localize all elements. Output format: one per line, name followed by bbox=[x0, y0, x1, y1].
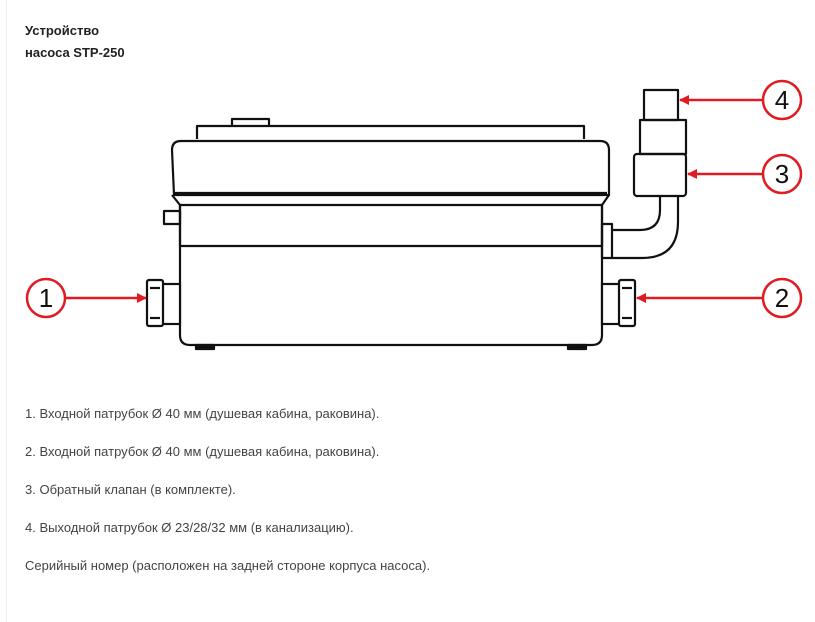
callout-3: 3 bbox=[687, 153, 803, 195]
callout-4: 4 bbox=[679, 79, 803, 121]
lower-tank bbox=[178, 246, 604, 347]
inlet-right bbox=[600, 278, 637, 328]
outlet-pipe bbox=[612, 88, 688, 260]
check-valve bbox=[632, 152, 688, 198]
lid bbox=[170, 139, 611, 197]
note-item-1: 1. Входной патрубок Ø 40 мм (душевая каб… bbox=[25, 406, 380, 421]
note-item-3: 3. Обратный клапан (в комплекте). bbox=[25, 482, 236, 497]
lid-top bbox=[195, 124, 586, 139]
top-cap bbox=[230, 117, 271, 126]
title-line-1: Устройство bbox=[25, 23, 100, 38]
callout-2-label: 2 bbox=[775, 283, 789, 313]
callout-3-label: 3 bbox=[775, 159, 789, 189]
callout-1-label: 1 bbox=[39, 283, 53, 313]
foot-right bbox=[566, 343, 588, 351]
inlet-left bbox=[145, 278, 182, 328]
pump-body bbox=[162, 117, 614, 351]
outlet-tip bbox=[642, 88, 680, 122]
title-line-2: насоса STP-250 bbox=[25, 45, 125, 60]
note-item-4: 4. Выходной патрубок Ø 23/28/32 мм (в ка… bbox=[25, 520, 354, 535]
callout-4-label: 4 bbox=[775, 85, 789, 115]
callout-2: 2 bbox=[636, 277, 803, 319]
side-knob bbox=[162, 209, 182, 226]
note-serial-number: Серийный номер (расположен на задней сто… bbox=[25, 558, 431, 573]
middle-band bbox=[178, 203, 604, 248]
callout-1: 1 bbox=[25, 277, 147, 319]
pump-diagram: 1 2 3 4 bbox=[25, 79, 803, 351]
legend-notes: 1. Входной патрубок Ø 40 мм (душевая каб… bbox=[25, 404, 430, 594]
foot-left bbox=[194, 343, 216, 351]
note-item-2: 2. Входной патрубок Ø 40 мм (душевая каб… bbox=[25, 444, 380, 459]
page-title: Устройство насоса STP-250 bbox=[25, 20, 125, 64]
page-edge-line bbox=[6, 0, 7, 622]
